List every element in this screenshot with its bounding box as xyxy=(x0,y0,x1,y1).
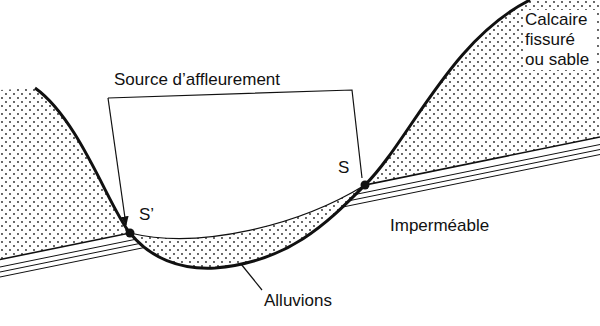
spring-point xyxy=(361,181,370,190)
spring-label: S xyxy=(336,158,351,178)
leader-line xyxy=(241,264,262,290)
rock-label: Calcaire fissuré ou sable xyxy=(523,10,597,70)
callout-label: Source d’affleurement xyxy=(112,70,282,90)
deposit-label: Alluvions xyxy=(262,291,334,311)
layer-label: Imperméable xyxy=(388,216,491,236)
leader-line xyxy=(108,90,362,178)
ground-surface xyxy=(35,0,530,268)
permeable-right xyxy=(365,0,600,185)
leader-line xyxy=(108,98,126,225)
permeable-left xyxy=(0,88,130,260)
alluvium-surface xyxy=(130,185,365,238)
spring-point xyxy=(126,229,135,238)
spring-label: S’ xyxy=(137,205,156,225)
alluvium xyxy=(130,185,365,268)
